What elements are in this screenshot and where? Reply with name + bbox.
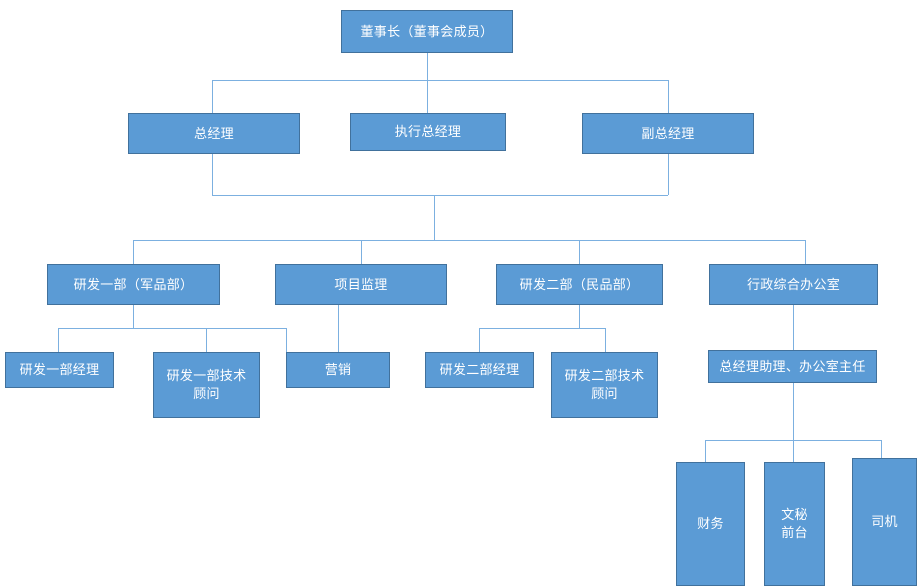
org-node-gm-assistant[interactable]: 总经理助理、办公室主任 bbox=[708, 350, 877, 383]
org-node-chairman[interactable]: 董事长（董事会成员） bbox=[341, 10, 513, 53]
connector-level3-bus bbox=[133, 240, 805, 241]
connector-exec-gm-drop bbox=[427, 80, 428, 113]
connector-supervision-drop bbox=[361, 240, 362, 264]
org-node-admin-office[interactable]: 行政综合办公室 bbox=[709, 264, 878, 305]
connector-level2-bus bbox=[212, 80, 668, 81]
connector-deputy-gm-stem bbox=[668, 154, 669, 195]
org-node-supervision[interactable]: 项目监理 bbox=[275, 264, 447, 305]
org-node-rd1-manager[interactable]: 研发一部经理 bbox=[5, 352, 114, 388]
connector-gm-assistant-stem bbox=[793, 383, 794, 440]
org-node-driver[interactable]: 司机 bbox=[852, 458, 917, 586]
connector-rd2-stem bbox=[579, 305, 580, 328]
connector-admin-office-stem bbox=[793, 305, 794, 350]
connector-secretary-drop bbox=[793, 440, 794, 462]
connector-level3-merge-bus bbox=[212, 195, 668, 196]
connector-admin-office-drop bbox=[805, 240, 806, 264]
org-node-rd2-manager[interactable]: 研发二部经理 bbox=[425, 352, 534, 388]
org-node-rd1-advisor[interactable]: 研发一部技术 顾问 bbox=[153, 352, 260, 418]
connector-gm-drop bbox=[212, 80, 213, 113]
connector-marketing-drop bbox=[286, 328, 287, 352]
org-node-secretary[interactable]: 文秘 前台 bbox=[764, 462, 825, 586]
connector-rd2-advisor-drop bbox=[605, 328, 606, 352]
connector-finance-drop bbox=[705, 440, 706, 462]
connector-rd1-stem bbox=[133, 305, 134, 328]
org-node-rd1[interactable]: 研发一部（军品部） bbox=[47, 264, 220, 305]
connector-level3-trunk bbox=[434, 195, 435, 240]
connector-rd1-children-bus bbox=[58, 328, 286, 329]
connector-rd1-manager-drop bbox=[58, 328, 59, 352]
org-node-gm[interactable]: 总经理 bbox=[128, 113, 300, 154]
org-node-rd2[interactable]: 研发二部（民品部） bbox=[496, 264, 663, 305]
connector-rd2-children-bus bbox=[479, 328, 605, 329]
connector-rd1-drop bbox=[133, 240, 134, 264]
org-node-finance[interactable]: 财务 bbox=[676, 462, 745, 586]
org-node-rd2-advisor[interactable]: 研发二部技术 顾问 bbox=[551, 352, 658, 418]
connector-rd1-advisor-drop bbox=[206, 328, 207, 352]
org-node-marketing[interactable]: 营销 bbox=[286, 352, 390, 388]
connector-rd2-drop bbox=[579, 240, 580, 264]
org-node-deputy-gm[interactable]: 副总经理 bbox=[582, 113, 754, 154]
connector-supervision-stem bbox=[338, 305, 339, 352]
connector-rd2-manager-drop bbox=[479, 328, 480, 352]
connector-deputy-gm-drop bbox=[668, 80, 669, 113]
org-node-exec-gm[interactable]: 执行总经理 bbox=[350, 113, 506, 151]
connector-driver-drop bbox=[881, 440, 882, 458]
connector-gm-stem bbox=[212, 154, 213, 195]
